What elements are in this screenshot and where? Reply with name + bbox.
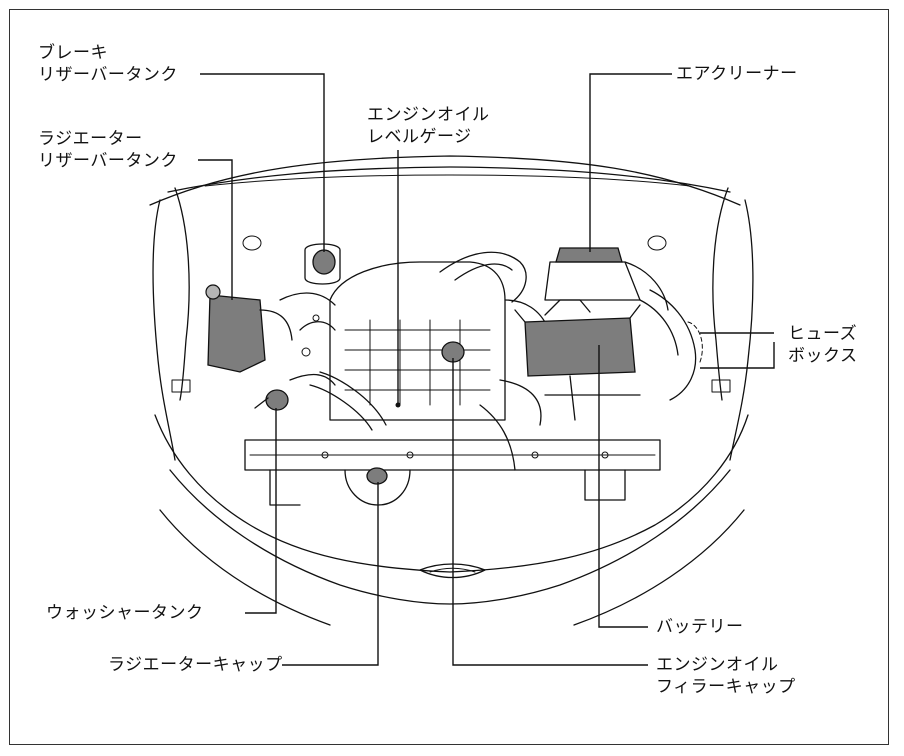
label-fuse-box-line2: ボックス [788,346,858,366]
label-oil-filler-cap-line1: エンジンオイル [656,655,779,675]
label-washer-tank: ウォッシャータンク [46,602,204,624]
washer-tank-cap [254,389,289,411]
engine-cover [279,251,561,471]
battery [514,299,641,421]
fuse-box-area [639,289,703,401]
label-air-cleaner: エアクリーナー [676,63,798,85]
label-oil-level-gauge-line1: エンジンオイル [367,105,490,125]
label-oil-level-gauge-line2: レベルゲージ [367,127,472,147]
label-radiator-cap-line1: ラジエーターキャップ [108,655,283,675]
label-radiator-reservoir: ラジエーター リザーバータンク [38,128,178,172]
brake-reservoir-cap [304,243,341,285]
label-washer-tank-line1: ウォッシャータンク [46,603,204,623]
body-outline [152,187,754,626]
label-oil-filler-cap-line2: フィラーキャップ [656,677,796,697]
radiator-cap [366,467,388,485]
label-fuse-box: ヒューズ ボックス [788,323,858,367]
label-brake-reservoir-line2: リザーバータンク [38,65,178,85]
radiator-reservoir-tank [205,284,293,373]
diagram-frame [9,9,889,745]
air-cleaner-box [544,247,669,311]
label-brake-reservoir: ブレーキ リザーバータンク [38,42,178,86]
label-radiator-reservoir-line1: ラジエーター [38,129,143,149]
hood [149,155,741,206]
label-radiator-cap: ラジエーターキャップ [108,654,283,676]
label-oil-level-gauge: エンジンオイル レベルゲージ [367,104,490,148]
label-fuse-box-line1: ヒューズ [788,324,858,344]
label-brake-reservoir-line1: ブレーキ [38,43,108,63]
label-battery: バッテリー [656,616,744,638]
label-air-cleaner-line1: エアクリーナー [676,64,798,84]
label-radiator-reservoir-line2: リザーバータンク [38,151,178,171]
leader-lines [198,73,775,666]
label-battery-line1: バッテリー [656,617,744,637]
label-oil-filler-cap: エンジンオイル フィラーキャップ [656,654,796,698]
